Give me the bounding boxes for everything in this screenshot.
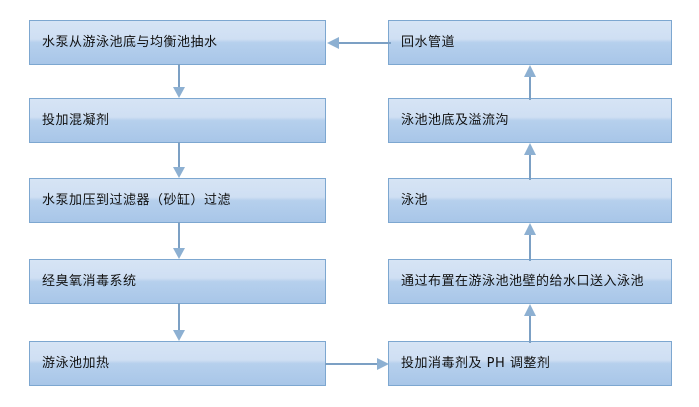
node-disinfectant-ph-dosing[interactable]: 投加消毒剂及 PH 调整剂 xyxy=(388,341,672,386)
node-ozone-disinfection[interactable]: 经臭氧消毒系统 xyxy=(29,259,326,304)
node-pool-bottom-overflow-label: 泳池池底及溢流沟 xyxy=(401,112,510,128)
node-swimming-pool[interactable]: 泳池 xyxy=(388,178,672,223)
node-return-pipe-label: 回水管道 xyxy=(401,34,456,50)
arrow-overflow-to-return xyxy=(519,64,541,100)
arrow-pool-to-overflow xyxy=(519,142,541,180)
arrow-dosing-to-wall-inlet xyxy=(519,303,541,343)
node-wall-inlet-supply[interactable]: 通过布置在游泳池池壁的给水口送入泳池 xyxy=(388,259,672,304)
node-disinfectant-ph-dosing-label: 投加消毒剂及 PH 调整剂 xyxy=(401,355,551,371)
node-pump-intake-label: 水泵从游泳池底与均衡池抽水 xyxy=(42,34,218,50)
node-pool-bottom-overflow[interactable]: 泳池池底及溢流沟 xyxy=(388,98,672,143)
node-pool-heating-label: 游泳池加热 xyxy=(42,355,110,371)
node-pump-intake[interactable]: 水泵从游泳池底与均衡池抽水 xyxy=(29,20,326,65)
node-ozone-disinfection-label: 经臭氧消毒系统 xyxy=(42,273,137,289)
node-pool-heating[interactable]: 游泳池加热 xyxy=(29,341,326,386)
node-wall-inlet-supply-label: 通过布置在游泳池池壁的给水口送入泳池 xyxy=(401,273,645,289)
arrow-return-to-pump xyxy=(325,32,391,54)
arrow-coagulant-to-filter xyxy=(168,142,190,180)
node-swimming-pool-label: 泳池 xyxy=(401,192,429,208)
arrow-wall-inlet-to-pool xyxy=(519,222,541,261)
node-return-pipe[interactable]: 回水管道 xyxy=(388,20,672,65)
node-pressure-filter[interactable]: 水泵加压到过滤器（砂缸）过滤 xyxy=(29,178,326,223)
arrow-pump-to-coagulant xyxy=(168,64,190,100)
node-pressure-filter-label: 水泵加压到过滤器（砂缸）过滤 xyxy=(42,192,232,208)
node-coagulant-dosing[interactable]: 投加混凝剂 xyxy=(29,98,326,143)
arrow-ozone-to-heating xyxy=(168,303,190,343)
arrow-filter-to-ozone xyxy=(168,222,190,261)
arrow-heating-to-dosing xyxy=(325,353,391,375)
node-coagulant-dosing-label: 投加混凝剂 xyxy=(42,112,110,128)
